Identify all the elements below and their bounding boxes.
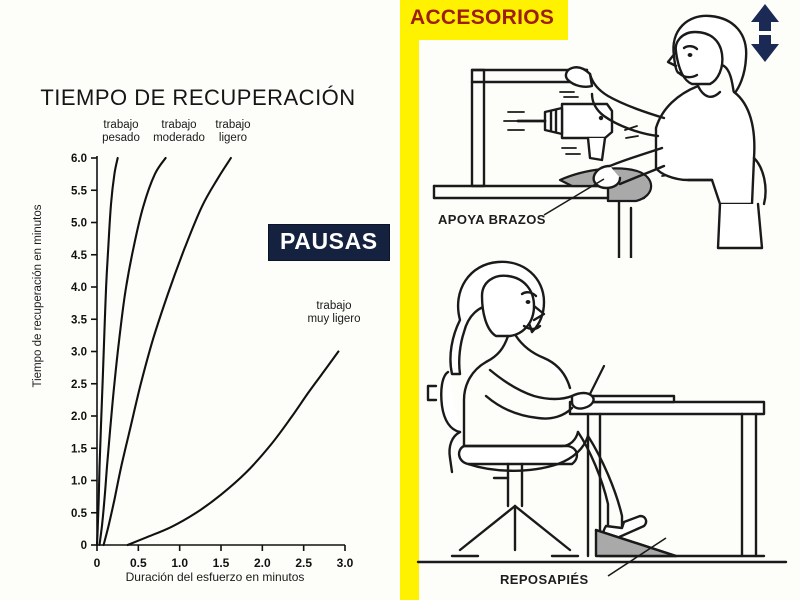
seated-woman-figure bbox=[449, 260, 648, 544]
y-axis-tick-labels: 0 0.5 1.0 1.5 2.0 2.5 3.0 3.5 4.0 4.5 5.0 5.5 6.0 bbox=[71, 153, 88, 552]
svg-text:0: 0 bbox=[94, 556, 101, 570]
svg-text:2.5: 2.5 bbox=[295, 556, 312, 570]
standing-woman-figure bbox=[564, 14, 767, 250]
svg-text:5.0: 5.0 bbox=[71, 218, 87, 230]
svg-text:0.5: 0.5 bbox=[71, 508, 88, 520]
chart-curves bbox=[95, 156, 340, 547]
svg-text:2.5: 2.5 bbox=[71, 379, 88, 391]
svg-text:0: 0 bbox=[81, 540, 87, 552]
svg-text:3.0: 3.0 bbox=[71, 347, 87, 359]
accesorios-heading: ACCESORIOS bbox=[410, 6, 555, 29]
svg-text:2.0: 2.0 bbox=[71, 411, 87, 423]
yellow-header-block bbox=[400, 0, 568, 40]
svg-text:3.5: 3.5 bbox=[71, 314, 88, 326]
illustration-seated-worker-footrest bbox=[416, 260, 788, 564]
yellow-vertical-bar bbox=[400, 0, 419, 600]
chart-title: TIEMPO DE RECUPERACIÓN bbox=[40, 85, 356, 110]
svg-text:1.0: 1.0 bbox=[171, 556, 188, 570]
svg-text:1.0: 1.0 bbox=[71, 476, 87, 488]
svg-text:0.5: 0.5 bbox=[130, 556, 147, 570]
curve-label-trabajo-moderado: trabajo moderado bbox=[153, 119, 205, 144]
svg-text:2.0: 2.0 bbox=[254, 556, 271, 570]
svg-text:6.0: 6.0 bbox=[71, 153, 87, 165]
svg-text:1.5: 1.5 bbox=[213, 556, 230, 570]
accessories-panel: ACCESORIOS bbox=[392, 0, 800, 600]
y-axis-ticks bbox=[91, 157, 97, 546]
leader-line-reposapies bbox=[607, 537, 667, 577]
desk-document bbox=[580, 394, 676, 404]
x-axis-label: Duración del esfuerzo en minutos bbox=[125, 570, 305, 584]
recovery-time-chart-panel: TIEMPO DE RECUPERACIÓN trabajo pesado tr… bbox=[0, 0, 392, 600]
svg-text:3.0: 3.0 bbox=[337, 556, 354, 570]
curve-trabajo-ligero bbox=[102, 156, 232, 547]
y-axis-label: Tiempo de recuperación en minutos bbox=[32, 204, 44, 388]
leader-line-apoya-brazos bbox=[543, 178, 605, 216]
illustration-standing-worker-armrest bbox=[432, 14, 767, 258]
svg-text:4.0: 4.0 bbox=[71, 282, 87, 294]
curve-trabajo-pesado bbox=[95, 156, 119, 547]
office-chair bbox=[426, 370, 580, 558]
up-down-arrow-icon bbox=[751, 4, 779, 62]
curve-trabajo-moderado bbox=[98, 156, 167, 547]
x-axis-ticks bbox=[96, 545, 346, 551]
curve-trabajo-muy-ligero bbox=[126, 350, 340, 547]
chart-axes bbox=[96, 156, 345, 546]
x-axis-tick-labels: 0 0.5 1.0 1.5 2.0 2.5 3.0 bbox=[94, 556, 354, 570]
svg-text:5.5: 5.5 bbox=[71, 185, 88, 197]
pausas-badge: PAUSAS bbox=[268, 224, 390, 261]
footrest-wedge bbox=[594, 528, 678, 558]
svg-text:1.5: 1.5 bbox=[71, 443, 88, 455]
curve-label-trabajo-pesado: trabajo pesado bbox=[102, 119, 140, 144]
curve-label-trabajo-muy-ligero: trabajo muy ligero bbox=[307, 300, 361, 325]
curve-label-trabajo-ligero: trabajo ligero bbox=[215, 119, 251, 144]
label-reposapies: REPOSAPIÉS bbox=[500, 572, 589, 587]
label-apoya-brazos: APOYA BRAZOS bbox=[438, 212, 546, 227]
svg-text:4.5: 4.5 bbox=[71, 250, 88, 262]
